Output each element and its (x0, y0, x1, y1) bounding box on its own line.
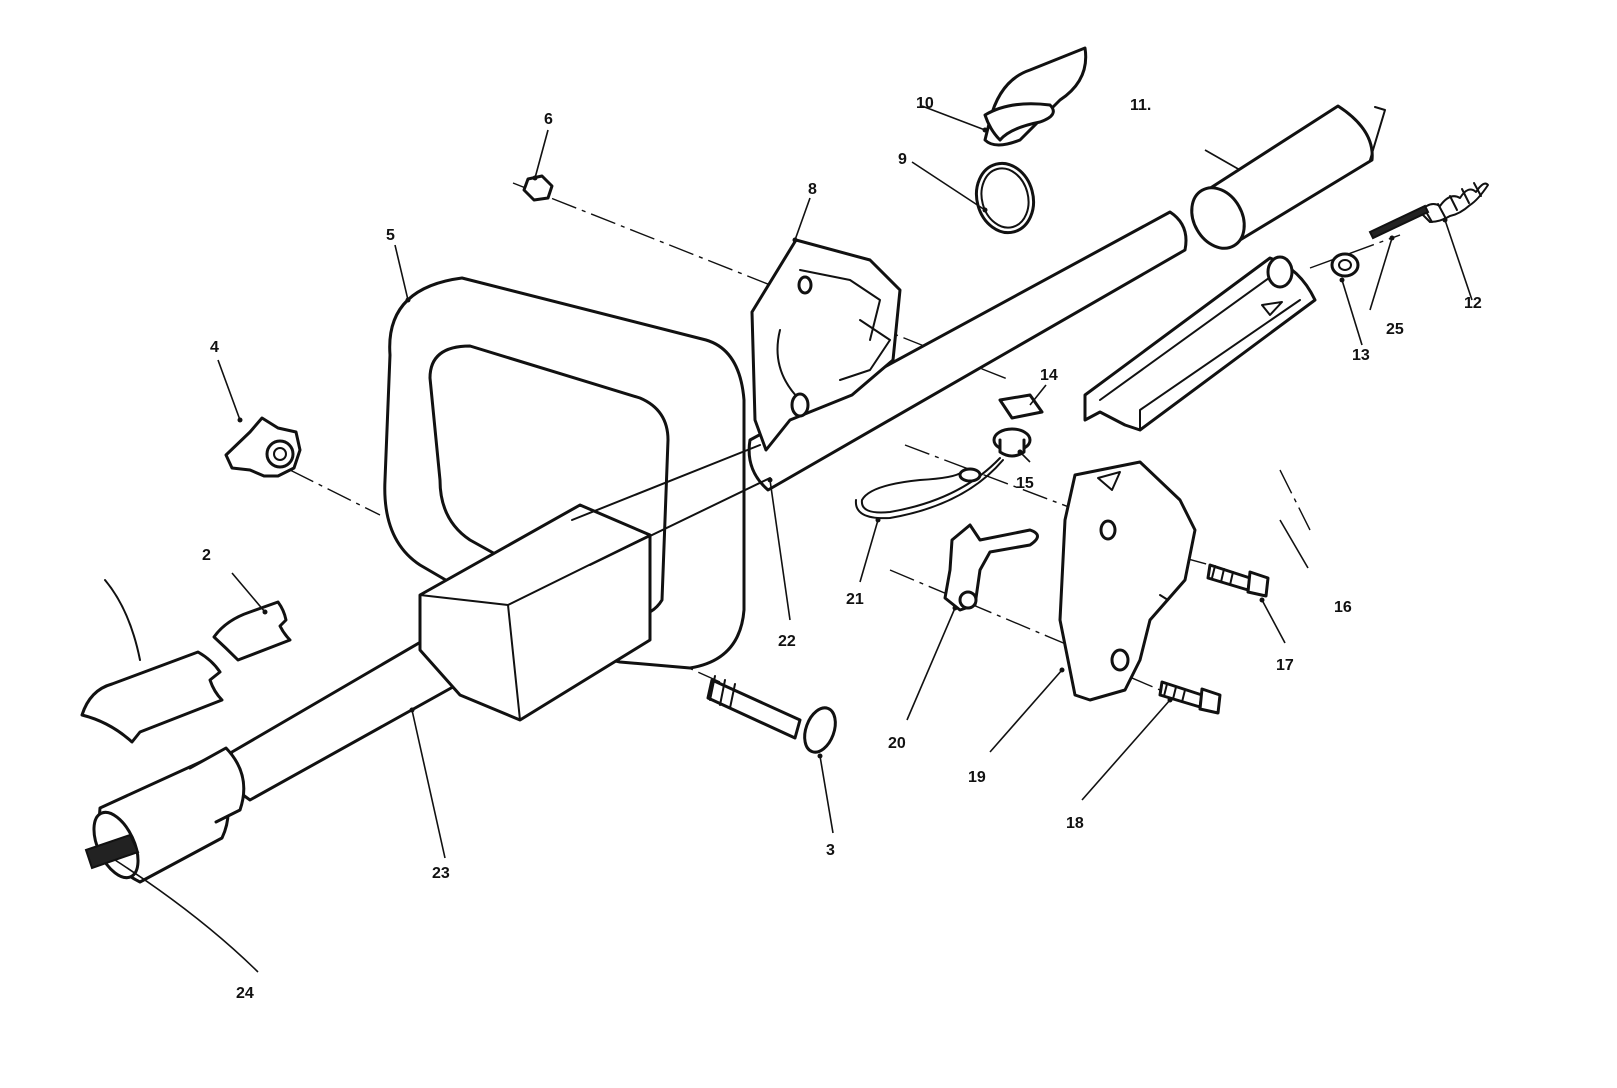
callout-12: 12 (1464, 295, 1482, 312)
drive-adaptor (84, 746, 246, 884)
upper-tube (571, 210, 1188, 566)
retaining-ring (974, 161, 1036, 235)
knob (224, 416, 302, 478)
callout-16: 16 (1334, 599, 1352, 616)
leader-lines (114, 105, 1473, 973)
callout-21: 21 (846, 591, 864, 608)
callout-5: 5 (386, 227, 395, 244)
callout-13: 13 (1352, 347, 1370, 364)
callout-3: 3 (826, 842, 835, 859)
callout-19: 19 (968, 769, 986, 786)
nut-rail (1330, 252, 1360, 278)
callout-4: 4 (210, 339, 219, 356)
callout-22: 22 (778, 633, 796, 650)
shaft-shields (80, 579, 292, 744)
callout-labels: 2 3 4 5 6 8 9 10 11. 12 13 14 15 16 17 1… (202, 95, 1482, 1002)
callout-8: 8 (808, 181, 817, 198)
screw-upper (1206, 563, 1270, 598)
callout-10: 10 (916, 95, 934, 112)
callout-18: 18 (1066, 815, 1084, 832)
callout-6: 6 (544, 111, 553, 128)
callout-20: 20 (888, 735, 906, 752)
screw-lower (1158, 680, 1222, 715)
callout-17: 17 (1276, 657, 1294, 674)
callout-2: 2 (202, 547, 211, 564)
sleeve-tube (1190, 104, 1386, 250)
rod (1368, 204, 1430, 240)
callout-25: 25 (1386, 321, 1404, 338)
spring (1419, 182, 1489, 223)
connector (992, 427, 1032, 458)
strap-clip (983, 46, 1088, 147)
nut-top (522, 174, 554, 202)
wire-assembly (854, 457, 1004, 520)
callout-11: 11. (1130, 97, 1151, 114)
callout-24: 24 (236, 985, 254, 1002)
carriage-bolt (706, 675, 837, 754)
callout-23: 23 (432, 865, 450, 882)
callout-14: 14 (1040, 367, 1058, 384)
leader-dots (237, 127, 1448, 759)
callout-9: 9 (898, 151, 907, 168)
side-cover (1058, 460, 1197, 702)
slider-rail (1083, 255, 1317, 432)
upper-bracket (750, 238, 902, 452)
callout-15: 15 (1016, 475, 1034, 492)
clip (998, 393, 1044, 420)
trigger-lever (943, 523, 1039, 612)
